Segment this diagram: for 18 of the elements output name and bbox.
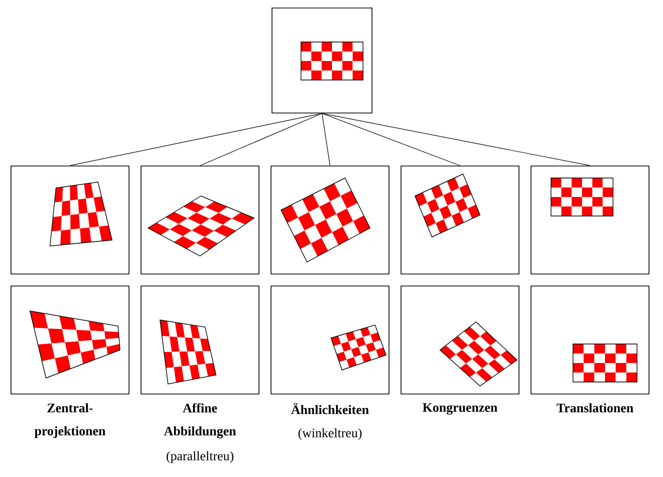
picture-frame — [530, 166, 650, 274]
picture-frame — [400, 286, 520, 394]
picture-frame — [10, 166, 130, 274]
connector-line — [70, 113, 322, 166]
connector-line — [322, 113, 330, 166]
picture-frame — [270, 166, 390, 274]
picture-frame — [530, 286, 650, 394]
connector-line — [322, 113, 460, 166]
picture-frame — [140, 286, 260, 394]
picture-frame — [10, 286, 130, 394]
connector-line — [322, 113, 590, 166]
picture-frame — [140, 166, 260, 274]
caption-text: (paralleltreu) — [166, 451, 234, 463]
picture-frame — [272, 8, 372, 114]
caption-text: (winkeltreu) — [298, 428, 362, 440]
connector-line — [200, 113, 322, 166]
picture-frame — [270, 286, 390, 394]
picture-frame — [400, 166, 520, 274]
